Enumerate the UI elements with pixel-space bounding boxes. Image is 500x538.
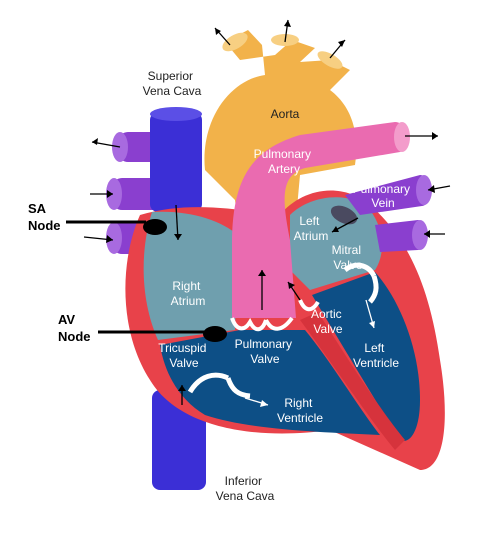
label-aortic-valve: Aortic Valve — [311, 307, 345, 336]
label-aorta: Aorta — [271, 107, 300, 121]
label-pulmonary-vein: Pulmonary Vein — [353, 182, 414, 210]
septum — [300, 312, 405, 450]
label-sa-node: SA Node — [28, 201, 61, 233]
label-right-ventricle: Right Ventricle — [277, 396, 323, 425]
aortic-valve-shape — [298, 299, 320, 312]
pulmonary-vein-opening — [330, 205, 358, 225]
label-left-atrium: Left Atrium — [294, 214, 329, 243]
flow-arrows-inside — [244, 299, 375, 407]
sa-node-marker — [143, 219, 167, 235]
av-node-marker — [203, 326, 227, 342]
pulmonary-valve-shape — [230, 317, 268, 332]
pulmonary-artery-vessel — [232, 122, 408, 318]
left-ventricle — [312, 272, 420, 441]
label-superior-vena-cava: Superior Vena Cava — [143, 69, 202, 98]
label-av-node: AV Node — [58, 312, 91, 344]
pulmonary-veins-left-side — [330, 175, 432, 252]
tricuspid-valve-shape — [187, 372, 230, 394]
label-tricuspid-valve: Tricuspid Valve — [158, 341, 210, 370]
label-right-atrium: Right Atrium — [171, 279, 206, 308]
mitral-valve-shape — [343, 262, 377, 278]
superior-vena-cava — [150, 112, 202, 212]
label-pulmonary-artery: Pulmonary Artery — [254, 147, 315, 176]
right-atrium — [143, 211, 238, 340]
flow-arrows-outside — [83, 19, 451, 405]
valves — [187, 262, 379, 399]
label-pulmonary-valve: Pulmonary Valve — [235, 337, 296, 366]
label-left-ventricle: Left Ventricle — [353, 341, 399, 370]
label-mitral-valve: Mitral Valve — [332, 243, 365, 272]
label-inferior-vena-cava: Inferior Vena Cava — [216, 474, 275, 503]
right-ventricle — [160, 330, 380, 435]
